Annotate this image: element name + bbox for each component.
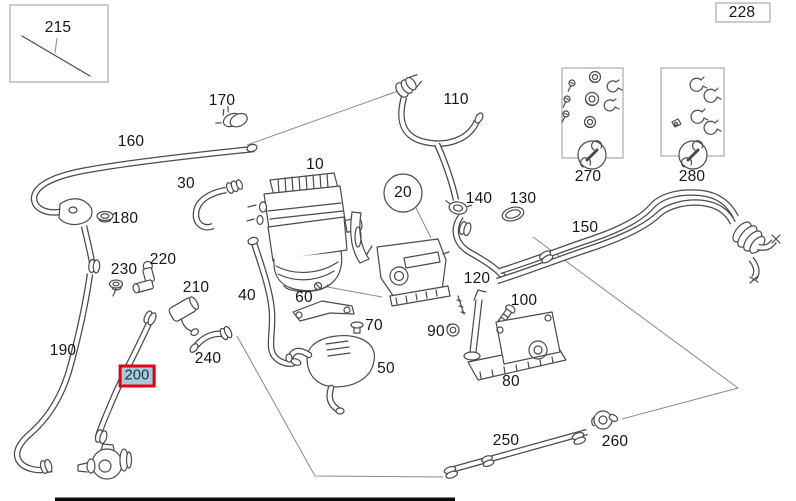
pin-70-drawing (350, 321, 364, 334)
fitting-220-drawing (132, 260, 155, 294)
part-label-260[interactable]: 260 (601, 433, 629, 450)
part-label-228[interactable]: 228 (728, 4, 756, 21)
hose-200-drawing (94, 310, 157, 445)
pump-80-drawing (456, 289, 567, 381)
part-label-50[interactable]: 50 (377, 360, 395, 377)
grommet-180-drawing (96, 210, 114, 223)
bracket-60-drawing (292, 281, 355, 322)
part-label-250[interactable]: 250 (492, 432, 520, 449)
part-label-130[interactable]: 130 (509, 190, 537, 207)
seal-130-drawing (501, 206, 525, 222)
bracket-20-drawing (350, 211, 451, 307)
part-label-30[interactable]: 30 (177, 175, 195, 192)
part-label-10[interactable]: 10 (306, 156, 324, 173)
pump-10-drawing (246, 172, 363, 293)
clamp-170-drawing (215, 105, 248, 128)
part-label-110[interactable]: 110 (443, 91, 469, 108)
part-label-40[interactable]: 40 (238, 287, 256, 304)
hose-240-drawing (189, 325, 233, 353)
valve-210-drawing (168, 296, 200, 337)
part-label-90[interactable]: 90 (427, 323, 445, 340)
part-label-60[interactable]: 60 (295, 289, 313, 306)
kit-box-270 (561, 67, 624, 170)
bottom-crop-bar (55, 497, 455, 501)
hose-110-drawing (395, 74, 484, 201)
hose-250-drawing (443, 428, 588, 479)
grommet-90-drawing (446, 323, 460, 337)
part-label-70[interactable]: 70 (365, 317, 383, 334)
part-label-120[interactable]: 120 (463, 270, 491, 287)
wrench-icon (678, 140, 708, 170)
part-label-140[interactable]: 140 (465, 190, 493, 207)
clamp-140-drawing (445, 200, 473, 215)
hose-120-drawing (452, 214, 507, 280)
part-label-160[interactable]: 160 (117, 133, 145, 150)
part-label-220[interactable]: 220 (149, 251, 177, 268)
part-label-190[interactable]: 190 (49, 342, 77, 359)
part-label-215[interactable]: 215 (44, 19, 72, 36)
part-label-210[interactable]: 210 (182, 279, 210, 296)
part-label-230[interactable]: 230 (110, 261, 138, 278)
part-label-180[interactable]: 180 (111, 210, 139, 227)
inset-box-228 (715, 2, 771, 23)
part-label-100[interactable]: 100 (510, 292, 538, 309)
hose-160-drawing (30, 143, 258, 274)
callout-balloon-20 (383, 173, 423, 213)
part-label-270[interactable]: 270 (574, 168, 602, 185)
hose-150-drawing (496, 189, 781, 285)
leader-lines (236, 90, 740, 478)
part-label-240[interactable]: 240 (194, 350, 222, 367)
grommet-230-drawing (108, 279, 124, 297)
aux-pump-drawing (77, 443, 133, 480)
part-label-150[interactable]: 150 (571, 219, 599, 236)
part-label-170[interactable]: 170 (208, 92, 236, 109)
kit-box-280 (660, 67, 725, 170)
grommet-260-drawing (591, 410, 619, 430)
inset-box-215 (9, 4, 109, 83)
hose-40-drawing (247, 236, 302, 368)
hose-30-drawing (192, 179, 243, 231)
wrench-icon (577, 140, 607, 170)
part-label-80[interactable]: 80 (502, 373, 520, 390)
part-label-20[interactable]: 20 (394, 184, 412, 201)
part-label-200-selected[interactable]: 200 (118, 364, 156, 388)
tank-50-drawing (285, 335, 376, 415)
part-label-280[interactable]: 280 (678, 168, 706, 185)
hose-190-drawing (13, 273, 94, 474)
